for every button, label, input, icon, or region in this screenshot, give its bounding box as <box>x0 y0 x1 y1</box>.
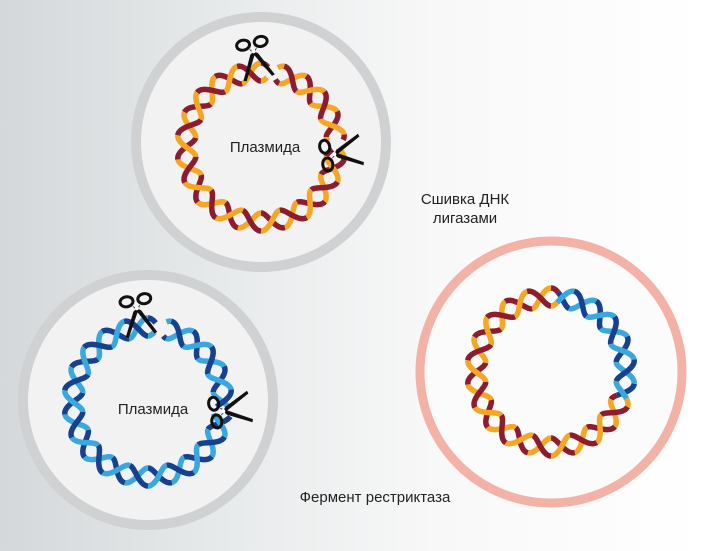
dna-strand-segment <box>613 369 628 382</box>
dna-strand-segment <box>624 359 637 375</box>
dna-strand-segment <box>101 462 131 477</box>
dna-strand-segment <box>170 318 186 349</box>
dna-strand-segment <box>531 432 552 459</box>
dna-strand-segment <box>472 405 504 418</box>
dna-strand-segment <box>613 361 628 375</box>
dna-strand-segment <box>80 346 92 376</box>
dna-strand-segment <box>95 443 105 476</box>
dna-strand-segment <box>276 63 285 71</box>
dna-strand-segment <box>236 63 262 84</box>
dna-strand-segment <box>608 343 637 361</box>
dna-strand-segment <box>196 435 227 448</box>
dna-strand-segment <box>550 300 559 309</box>
plasmid-top-label: Плазмида <box>229 139 301 156</box>
ligation-label-line1: Сшивка ДНК <box>420 191 510 208</box>
dna-strand-segment <box>204 345 216 375</box>
dna-strand-segment <box>110 318 126 349</box>
dna-strand-segment <box>161 334 168 342</box>
dna-strand-segment <box>498 413 508 446</box>
dna-strand-segment <box>260 207 281 234</box>
dna-strand-segment <box>526 288 552 309</box>
cell-recombinant <box>415 236 687 508</box>
dna-strand-segment <box>550 285 561 294</box>
dna-strand-segment <box>260 75 269 84</box>
dna-strand-segment <box>166 462 196 477</box>
dna-strand-segment <box>624 397 631 408</box>
dna-strand-segment <box>147 315 158 325</box>
dna-strand-segment <box>214 207 244 222</box>
dna-strand-segment <box>599 405 630 418</box>
dna-strand-segment <box>62 373 91 391</box>
dna-strand-segment <box>147 329 157 339</box>
dna-strand-segment <box>241 207 262 234</box>
dna-strand-segment <box>181 341 214 350</box>
dna-strand-segment <box>485 311 517 320</box>
dna-strand-segment <box>550 432 571 459</box>
cell-recombinant-membrane <box>415 236 687 508</box>
cell-bottom <box>18 270 278 530</box>
dna-strand-segment <box>175 118 204 136</box>
dna-strand-segment <box>340 134 347 142</box>
dna-strand-segment <box>573 288 589 319</box>
dna-strand-segment <box>208 188 218 221</box>
dna-strand-segment <box>317 90 329 120</box>
dna-strand-segment <box>483 316 495 346</box>
dna-strand-segment <box>273 78 281 87</box>
dna-strand-segment <box>607 315 619 345</box>
dna-strand-segment <box>195 86 227 95</box>
dna-strand-segment <box>205 373 234 391</box>
restriction-enzyme-label: Фермент рестриктаза <box>299 489 451 506</box>
dna-strand-segment <box>569 432 599 447</box>
dna-strand-segment <box>318 118 347 136</box>
ligation-label-line2: лигазами <box>432 210 498 227</box>
dna-strand-segment <box>594 412 604 445</box>
dna-strand-segment <box>465 343 494 361</box>
dna-strand-segment <box>624 369 637 384</box>
dna-strand-segment <box>182 180 214 193</box>
dna-strand-segment <box>62 390 86 413</box>
dna-strand-segment <box>283 63 299 94</box>
dna-strand-segment <box>223 63 239 94</box>
dna-strand-segment <box>221 389 234 405</box>
dna-strand-segment <box>128 462 149 489</box>
dna-strand-segment <box>193 91 205 121</box>
dna-strand-segment <box>82 341 114 350</box>
plasmid-top-dna <box>175 60 347 234</box>
dna-strand-segment <box>191 442 201 475</box>
dna-strand-segment <box>279 207 309 222</box>
plasmid-bottom-label: Плазмида <box>117 401 189 418</box>
dna-strand-segment <box>69 435 101 448</box>
dna-strand-segment <box>471 381 489 409</box>
recombinant-plasmid-dna <box>465 285 637 459</box>
dna-strand-segment <box>465 360 489 383</box>
dna-strand-segment <box>555 290 571 312</box>
dna-strand-segment <box>584 311 617 320</box>
dna-strand-segment <box>175 135 199 158</box>
cell-top <box>131 12 391 272</box>
dna-strand-segment <box>608 392 618 401</box>
dna-strand-segment <box>504 432 534 447</box>
dna-strand-segment <box>294 86 327 95</box>
dna-strand-segment <box>165 318 172 325</box>
dna-strand-segment <box>181 156 199 184</box>
dna-strand-segment <box>613 380 629 400</box>
dna-strand-segment <box>555 288 575 305</box>
dna-strand-segment <box>123 318 149 339</box>
dna-strand-segment <box>309 180 340 193</box>
dna-strand-segment <box>513 288 529 319</box>
cell-bottom-membrane <box>18 270 278 530</box>
plasmid-bottom-dna <box>62 315 234 489</box>
dna-strand-segment <box>147 462 168 489</box>
dna-strand-segment <box>304 187 314 220</box>
dna-strand-segment <box>68 411 86 439</box>
ligation-label: Сшивка ДНК лигазами <box>395 190 535 228</box>
